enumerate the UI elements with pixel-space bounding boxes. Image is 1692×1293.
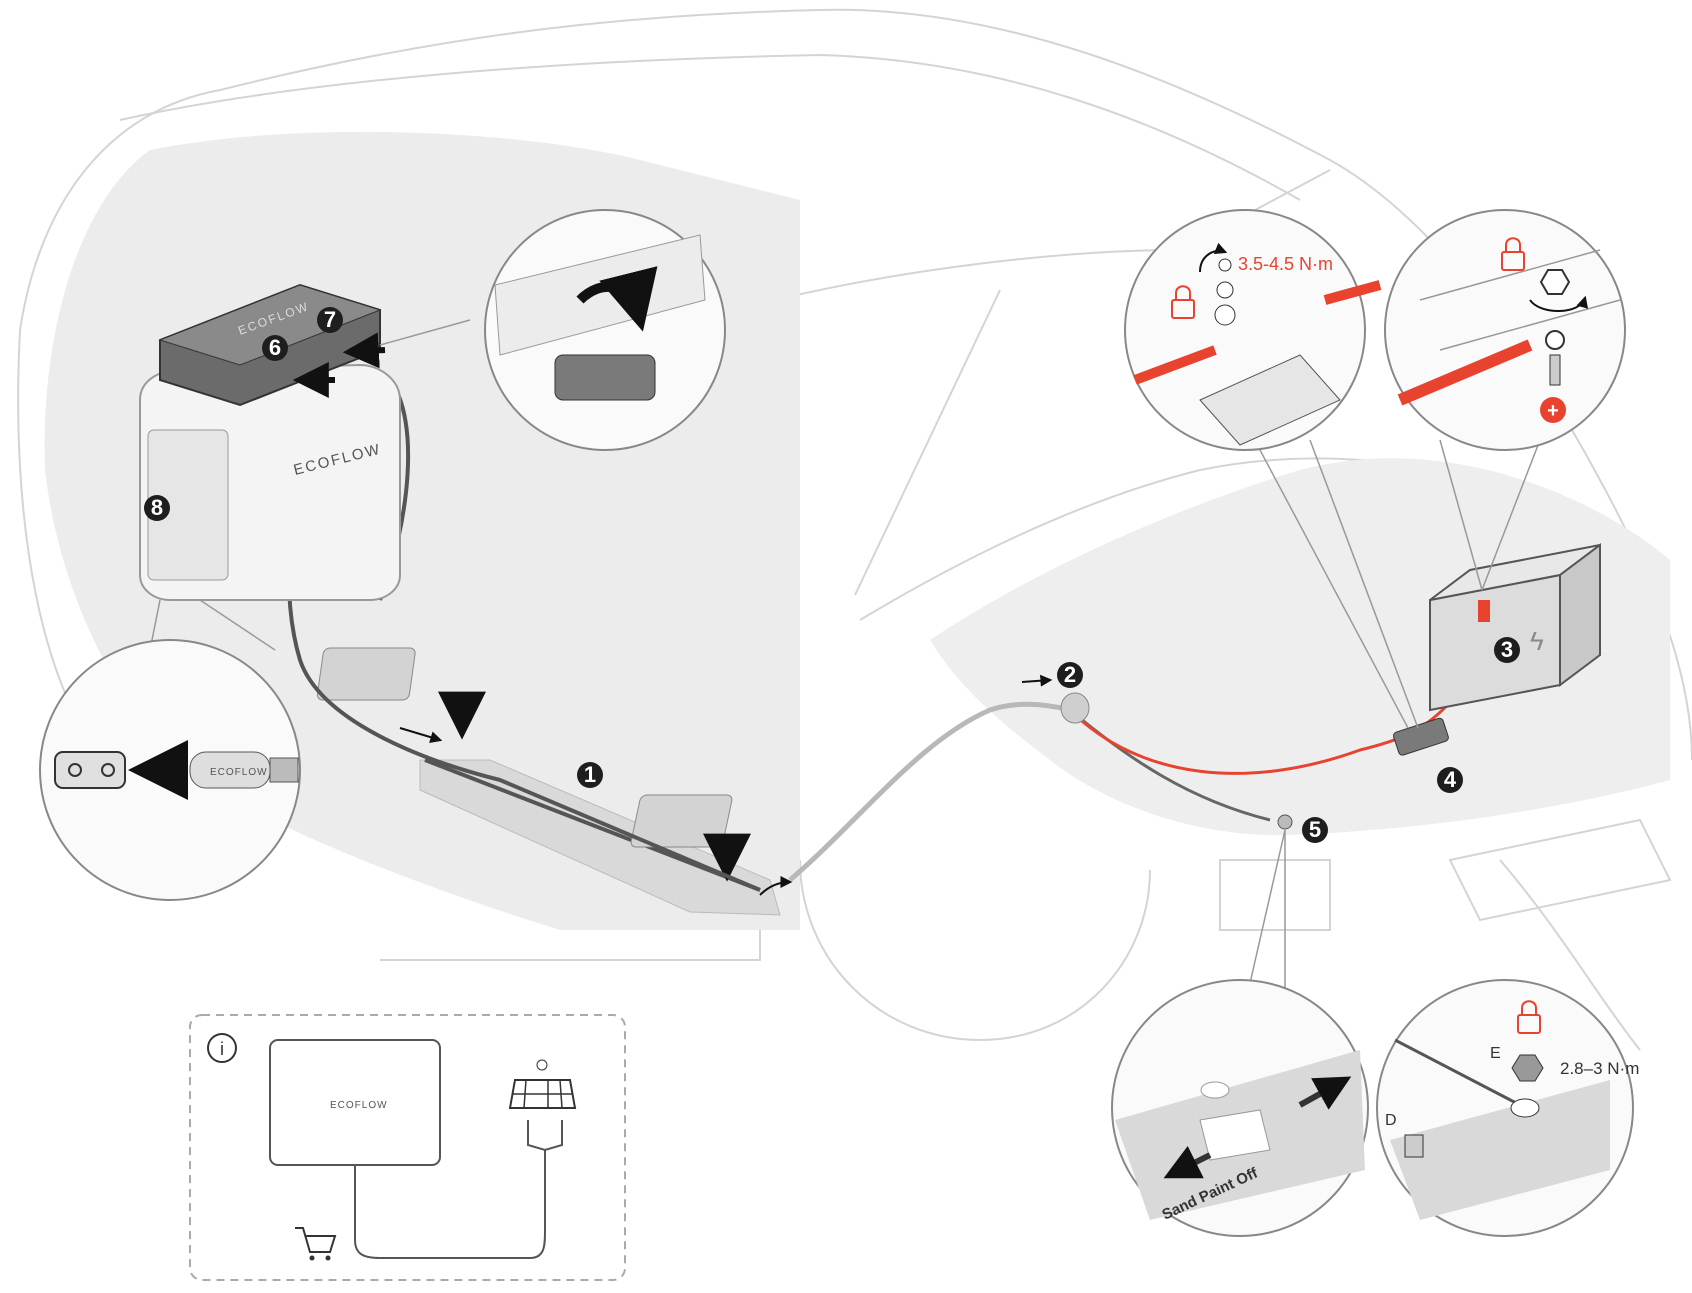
svg-text:8: 8 (151, 495, 163, 520)
solar-panel-icon (508, 1059, 577, 1109)
lock-icon-ground (1517, 1014, 1541, 1034)
step-badge-3: 3 (1494, 637, 1520, 663)
route-arrow (759, 876, 793, 896)
ground-point (1277, 814, 1293, 830)
svg-text:7: 7 (324, 307, 336, 332)
sand-arrow-left (1163, 1146, 1212, 1179)
cart-icon (295, 1227, 337, 1261)
step-badge-8: 8 (144, 495, 170, 521)
callout-battery-terminal: + (1384, 209, 1626, 451)
rotate-arrow-icon-2 (1529, 295, 1589, 312)
engine-bay (930, 458, 1670, 836)
firewall-grommet (1021, 674, 1090, 724)
svg-text:4: 4 (1444, 767, 1457, 792)
adhesive-pad-1 (316, 647, 416, 701)
ground-torque: 2.8–3 N·m (1560, 1059, 1639, 1078)
floor-cable-channel (316, 647, 793, 916)
power-station: ECOFLOW (139, 363, 401, 601)
svg-text:3: 3 (1501, 637, 1513, 662)
svg-text:6: 6 (269, 335, 281, 360)
car-battery: ϟ (1429, 543, 1601, 712)
svg-text:5: 5 (1309, 817, 1321, 842)
positive-terminal-icon (1540, 397, 1566, 423)
step-badge-1: 1 (577, 762, 603, 788)
info-icon (207, 1033, 237, 1063)
flip-arrow (576, 266, 658, 332)
part-e: E (1490, 1045, 1501, 1062)
step-badge-2: 2 (1057, 662, 1083, 688)
callout-fuse: 3.5-4.5 N·m (1124, 209, 1382, 451)
callout-port-cover (484, 209, 726, 451)
callout-leaders (149, 319, 1541, 1006)
sand-arrow-right (1298, 1076, 1352, 1110)
part-d: D (1385, 1112, 1397, 1129)
info-box: i ECOFLOW (189, 1014, 626, 1281)
tuck-arrow (399, 727, 443, 743)
rotate-arrow-icon (1199, 242, 1228, 273)
svg-text:1: 1 (584, 762, 596, 787)
lock-icon (1171, 299, 1195, 319)
lock-icon-battery (1501, 251, 1525, 271)
vehicle-outline (17, 8, 1692, 1051)
callout-ground-nut: D E 2.8–3 N·m (1376, 979, 1639, 1237)
svg-text:2: 2 (1064, 662, 1076, 687)
bolt-icon: ϟ (1530, 626, 1544, 656)
callout-sand-paint: Sand Paint Off (1111, 979, 1369, 1237)
callout-connector: ECOFLOW (39, 639, 301, 901)
adhesive-pad-2 (630, 794, 733, 848)
connector-logo: ECOFLOW (210, 767, 268, 778)
step-badges: 1 2 3 4 5 6 7 8 (144, 307, 1520, 843)
svg-text:i: i (220, 1039, 224, 1059)
mini-charger-logo: ECOFLOW (330, 1100, 388, 1111)
positive-sign: + (1547, 400, 1559, 422)
step-badge-7: 7 (317, 307, 343, 333)
step-badge-5: 5 (1302, 817, 1328, 843)
step-badge-4: 4 (1437, 767, 1463, 793)
fuse-torque: 3.5-4.5 N·m (1238, 254, 1333, 274)
step-badge-6: 6 (262, 335, 288, 361)
port-arrow-7 (342, 332, 386, 369)
